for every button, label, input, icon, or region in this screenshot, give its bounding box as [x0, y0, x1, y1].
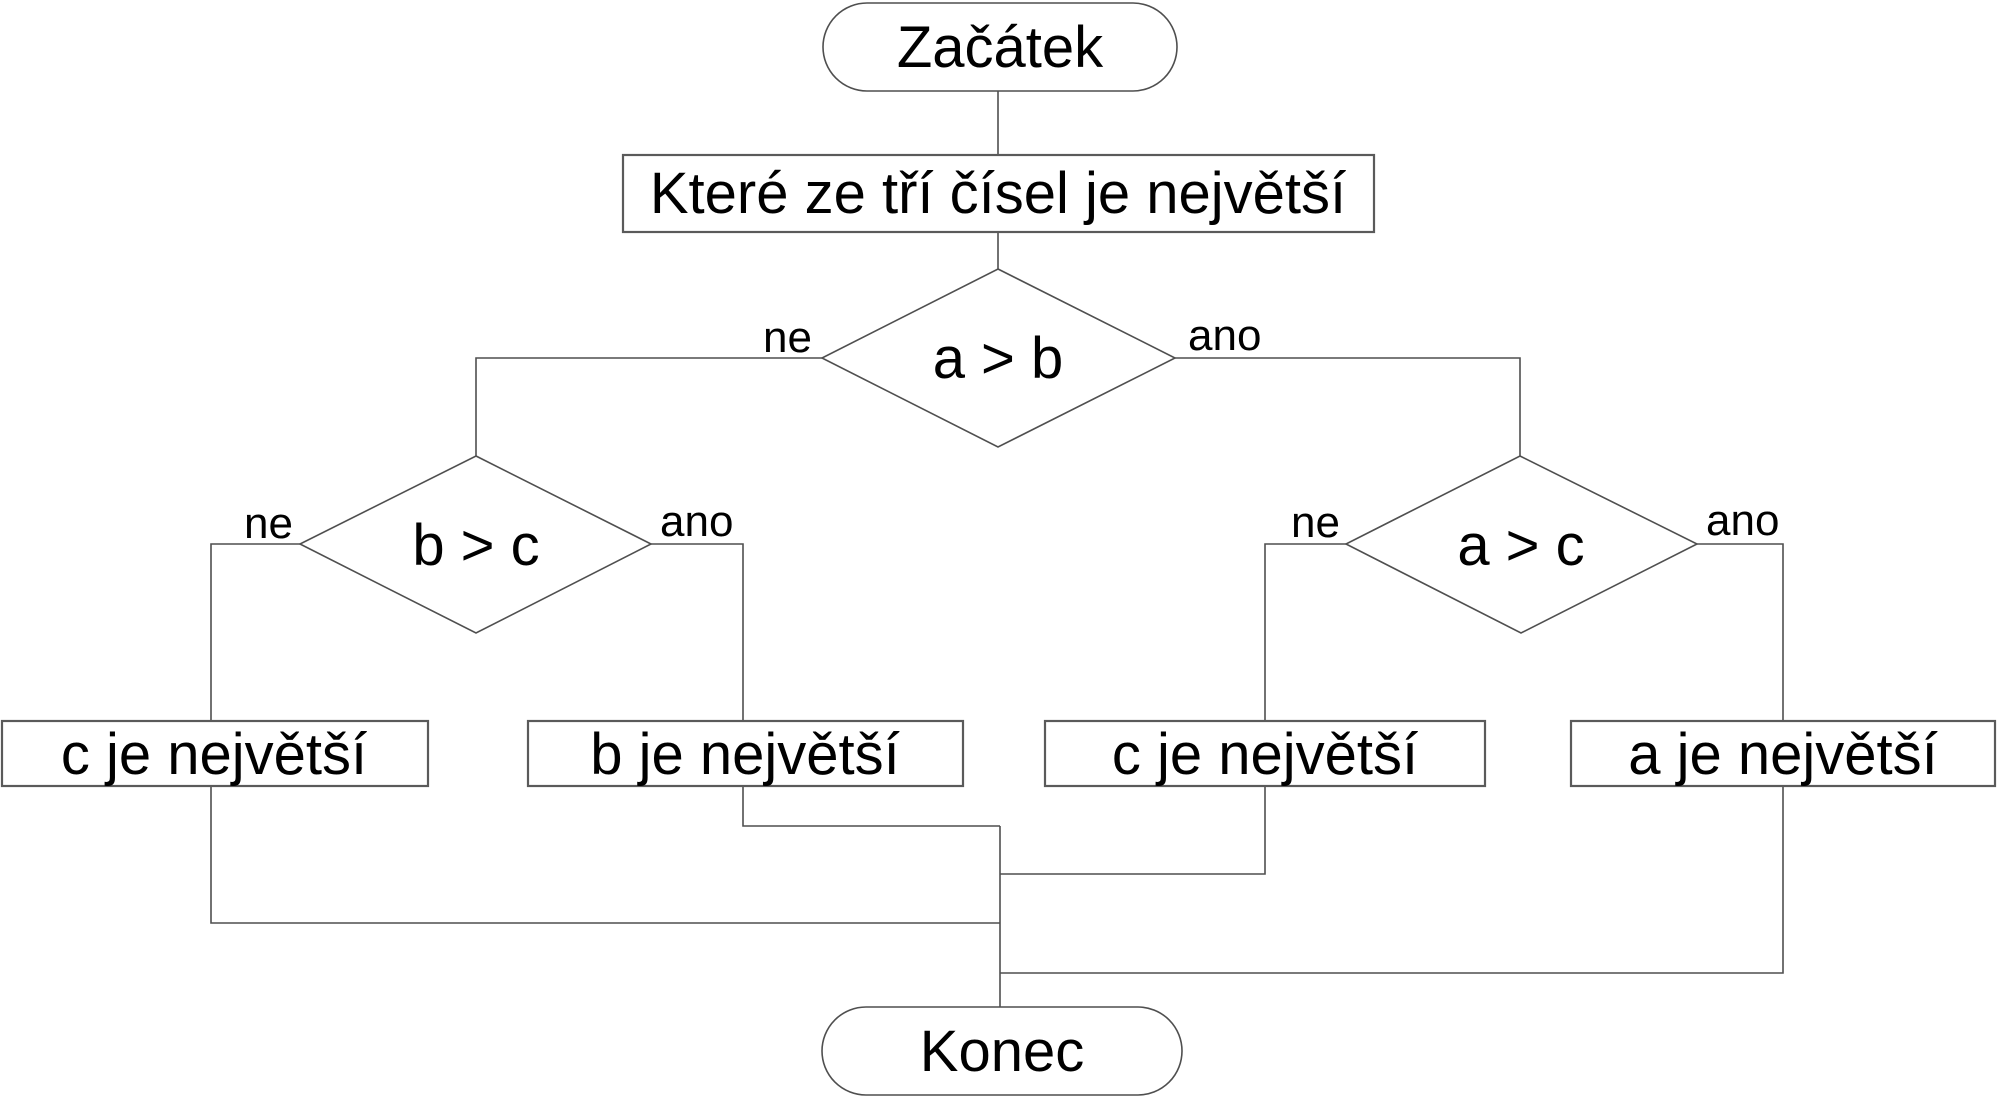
decision-a-gt-b-label: a > b — [933, 326, 1064, 391]
branch-label-ano-ab: ano — [1188, 311, 1261, 360]
result-a-node — [1569, 719, 1997, 788]
edges — [210, 91, 1784, 1007]
branch-labels: ne ano ne ano ne ano — [244, 311, 1779, 548]
edge-result-b-to-merge — [742, 786, 1000, 827]
edge-ac-ne-to-result-c-right — [1264, 543, 1346, 721]
decision-a-gt-c-node — [1344, 455, 1699, 634]
end-node — [821, 1006, 1183, 1096]
result-c-right-node — [1043, 719, 1487, 788]
edge-ab-ne-to-bc — [475, 357, 822, 456]
branch-label-ne-ac: ne — [1291, 498, 1340, 547]
decision-b-gt-c-node — [298, 455, 653, 634]
branch-label-ano-bc: ano — [660, 497, 733, 546]
decision-b-gt-c-label: b > c — [412, 513, 539, 578]
edge-result-a-to-merge — [1000, 786, 1784, 974]
decision-a-gt-c-label: a > c — [1457, 513, 1584, 578]
start-node — [822, 2, 1178, 92]
decision-a-gt-b-node — [820, 268, 1177, 448]
question-label: Které ze tří čísel je největší — [650, 161, 1346, 226]
branch-label-ano-ac: ano — [1706, 496, 1779, 545]
start-label: Začátek — [897, 15, 1104, 80]
end-label: Konec — [920, 1019, 1084, 1084]
edge-ac-ano-to-result-a — [1697, 543, 1784, 721]
result-c-right-label: c je největší — [1112, 722, 1418, 787]
edge-result-c-right-to-merge — [1000, 786, 1266, 875]
result-c-left-node — [0, 719, 430, 788]
question-node — [621, 153, 1376, 234]
result-b-label: b je největší — [590, 722, 900, 787]
result-c-left-label: c je největší — [61, 722, 367, 787]
result-b-node — [526, 719, 965, 788]
node-labels: Začátek Které ze tří čísel je největší a… — [61, 15, 1938, 1084]
result-a-label: a je největší — [1628, 722, 1938, 787]
edge-ab-ano-to-ac — [1175, 357, 1521, 456]
edge-bc-ne-to-result-c-left — [210, 543, 300, 721]
edge-bc-ano-to-result-b — [651, 543, 744, 721]
edge-result-c-left-to-merge — [210, 786, 1000, 924]
branch-label-ne-bc: ne — [244, 499, 293, 548]
branch-label-ne-ab: ne — [763, 313, 812, 362]
